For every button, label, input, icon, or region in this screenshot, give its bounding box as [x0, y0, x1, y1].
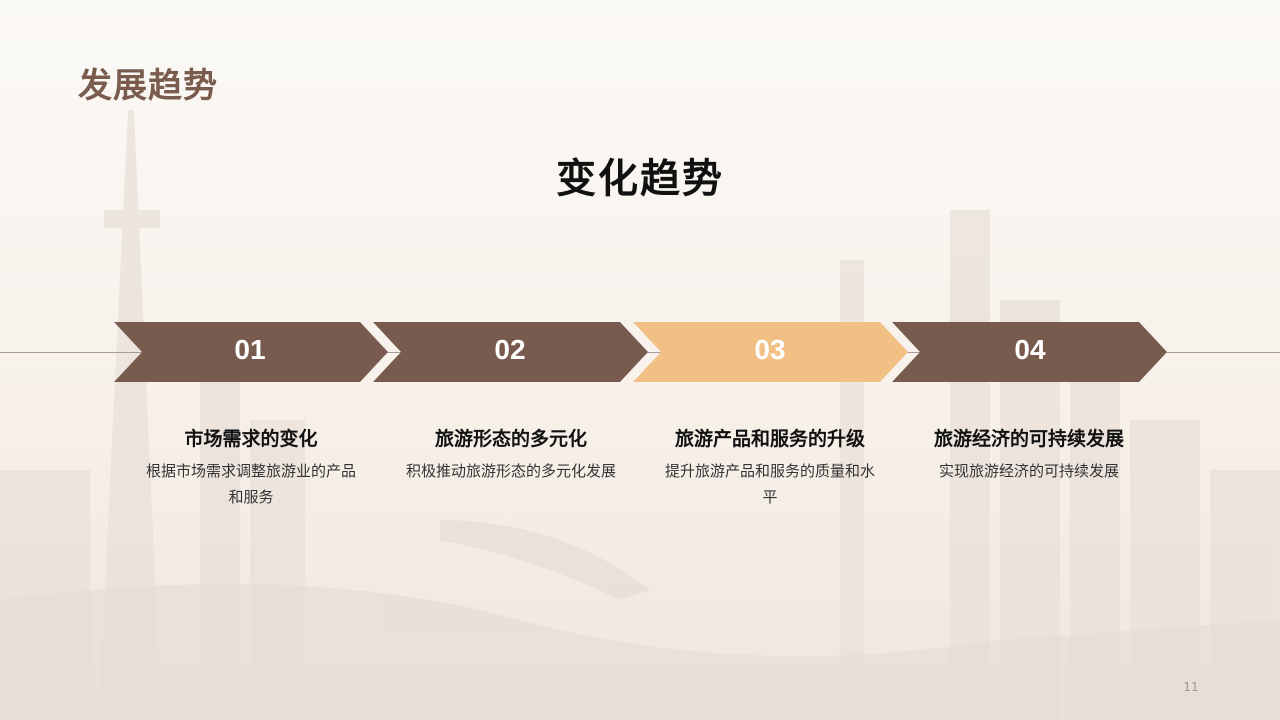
- step-number: 01: [234, 334, 266, 365]
- chevron-steps: [114, 322, 1167, 382]
- step-description: 根据市场需求调整旅游业的产品和服务: [146, 462, 357, 506]
- step-title: 旅游产品和服务的升级: [674, 428, 865, 450]
- step-title: 市场需求的变化: [184, 428, 318, 450]
- step-number: 03: [754, 334, 786, 365]
- chevron-step-2[interactable]: [373, 322, 648, 382]
- step-title: 旅游经济的可持续发展: [933, 428, 1124, 450]
- page-number: 11: [1183, 680, 1199, 694]
- step-description: 提升旅游产品和服务的质量和水平: [665, 462, 876, 506]
- step-number: 02: [494, 334, 526, 365]
- slide-title: 发展趋势: [78, 66, 218, 106]
- chevron-step-1[interactable]: [114, 322, 388, 382]
- main-title: 变化趋势: [556, 156, 724, 202]
- step-description: 实现旅游经济的可持续发展: [938, 462, 1119, 480]
- chevron-step-4[interactable]: [892, 322, 1167, 382]
- step-number: 04: [1014, 334, 1046, 365]
- chevron-step-3[interactable]: [633, 322, 908, 382]
- step-description: 积极推动旅游形态的多元化发展: [406, 462, 617, 480]
- step-title: 旅游形态的多元化: [434, 428, 587, 450]
